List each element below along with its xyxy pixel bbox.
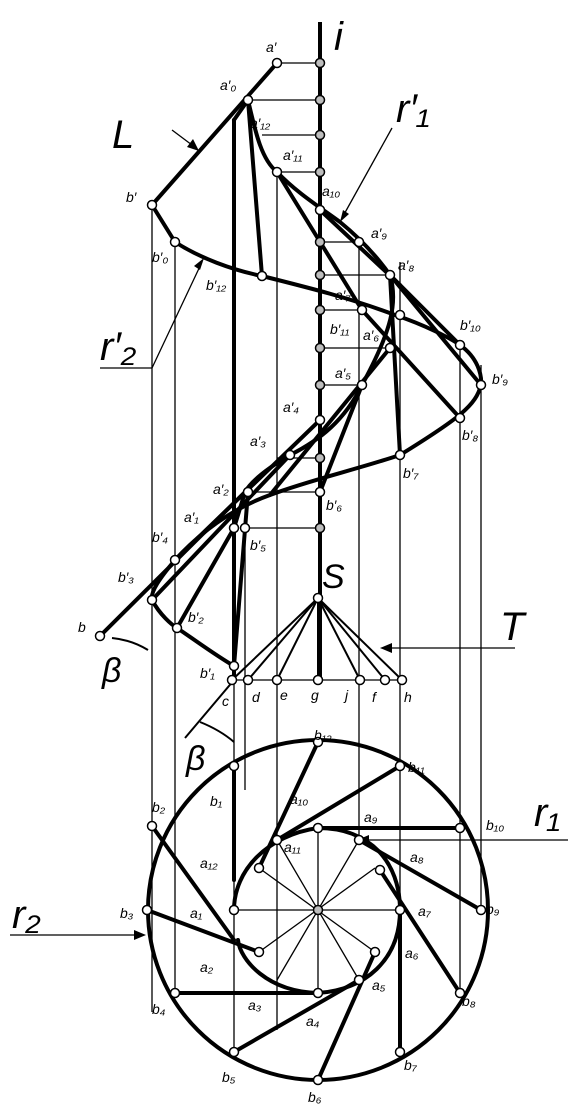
label-plan-b: b₆ (308, 1089, 322, 1105)
label-S: S (322, 558, 345, 596)
label-front-a: a′₄ (283, 399, 299, 415)
label-plan-a: a₁₂ (200, 855, 218, 871)
label-e: e (280, 687, 288, 703)
label-plan-a: a₄ (306, 1013, 320, 1029)
label-T: T (500, 605, 527, 649)
label-r2-prime: r′₂ (100, 325, 136, 369)
label-plan-b: b₈ (462, 993, 476, 1009)
label-c: c (222, 693, 229, 709)
label-front-a: a′₂ (213, 481, 229, 497)
label-d: d (252, 689, 261, 705)
label-plan-a: a₈ (410, 849, 424, 865)
label-front-a: a′₁ (184, 509, 199, 525)
label-plan-a: a₃ (248, 997, 262, 1013)
label-axis-i: i (334, 15, 344, 59)
label-front-a: a′₅ (335, 365, 351, 381)
label-plan-b: b₇ (404, 1057, 418, 1073)
label-front-a: a₁₀ (322, 183, 340, 199)
cone-T (184, 597, 403, 739)
label-front-b: b′₄ (152, 529, 168, 545)
label-plan-b: b₁₁ (408, 759, 425, 775)
label-front-a: a′₉ (371, 225, 387, 241)
label-front-b: b′₁ (200, 665, 215, 681)
label-beta-top: β (101, 652, 121, 690)
label-front-b: b′₁₁ (330, 321, 350, 337)
label-plan-b: b₂ (152, 799, 166, 815)
label-plan-a: a₉ (364, 809, 378, 825)
label-plan-b: b₉ (486, 901, 500, 917)
helix-curves (98, 61, 490, 1082)
axis-division-nodes (312, 57, 326, 916)
label-front-b: b′₁₂ (206, 277, 227, 293)
label-plan-a: a₂ (200, 959, 214, 975)
label-r1: r₁ (534, 791, 560, 835)
label-plan-a: a₇ (418, 903, 432, 919)
label-front-b: b′₁₀ (460, 317, 481, 333)
label-L: L (112, 113, 134, 157)
label-front-b: b′₂ (188, 609, 204, 625)
label-front-a: a′₈ (398, 257, 414, 273)
label-front-b: b′ (126, 189, 138, 205)
label-front-b: b′₉ (492, 371, 508, 387)
label-front-b: b′₇ (403, 465, 419, 481)
label-f: f (372, 689, 378, 705)
label-front-b: b′₃ (118, 569, 134, 585)
label-plan-b: b₁₂ (314, 727, 332, 743)
arrow-heads (134, 139, 392, 940)
label-front-a: a′₃ (250, 433, 266, 449)
label-h: h (404, 689, 412, 705)
label-r1-prime: r′₁ (396, 87, 429, 131)
label-b: b (78, 619, 86, 635)
front-a-labels: a′ a′₀ a′₁₂ a′₁₁ a₁₀ a′₉ a′₈ a′₇ a′₆ a′₅… (184, 39, 414, 525)
label-front-a: a′₆ (363, 327, 379, 343)
label-front-b: b′₀ (152, 249, 168, 265)
label-beta-bottom: β (185, 740, 205, 778)
label-g: g (311, 687, 319, 703)
label-front-b: b′₆ (326, 497, 342, 513)
nodes (94, 57, 487, 1086)
label-r2: r₂ (12, 893, 41, 937)
label-plan-b: b₅ (222, 1069, 236, 1085)
label-plan-a: a₆ (405, 945, 419, 961)
plan-b-labels: b₁ b₂ b₃ b₄ b₅ b₆ b₇ b₈ b₉ b₁₀ b₁₁ b₁₂ (120, 727, 504, 1105)
front-b-labels: b′ b′₀ b′₁₂ b′₁₁ b′₁₀ b′₉ b′₈ b′₇ b′₆ b′… (118, 189, 508, 681)
label-plan-b: b₁ (210, 793, 223, 809)
label-plan-b: b₄ (152, 1001, 166, 1017)
label-plan-a: a₁₁ (284, 839, 301, 855)
label-front-a: a′ (266, 39, 278, 55)
label-plan-a: a₁ (190, 905, 203, 921)
label-front-a: a′₇ (335, 287, 351, 303)
label-plan-a: a₁₀ (290, 791, 308, 807)
label-front-b: b′₈ (462, 427, 478, 443)
label-j: j (343, 687, 349, 703)
label-plan-a: a₅ (372, 977, 386, 993)
label-front-b: b′₅ (250, 537, 266, 553)
label-front-a: a′₁₂ (250, 115, 271, 131)
label-front-a: a′₀ (220, 77, 236, 93)
label-plan-b: b₁₀ (486, 817, 504, 833)
angle-arcs (111, 637, 235, 743)
label-plan-b: b₃ (120, 905, 134, 921)
plan-a-labels: a₁ a₂ a₃ a₄ a₅ a₆ a₇ a₈ a₉ a₁₀ a₁₁ a₁₂ (190, 791, 432, 1029)
label-front-a: a′₁₁ (283, 147, 303, 163)
